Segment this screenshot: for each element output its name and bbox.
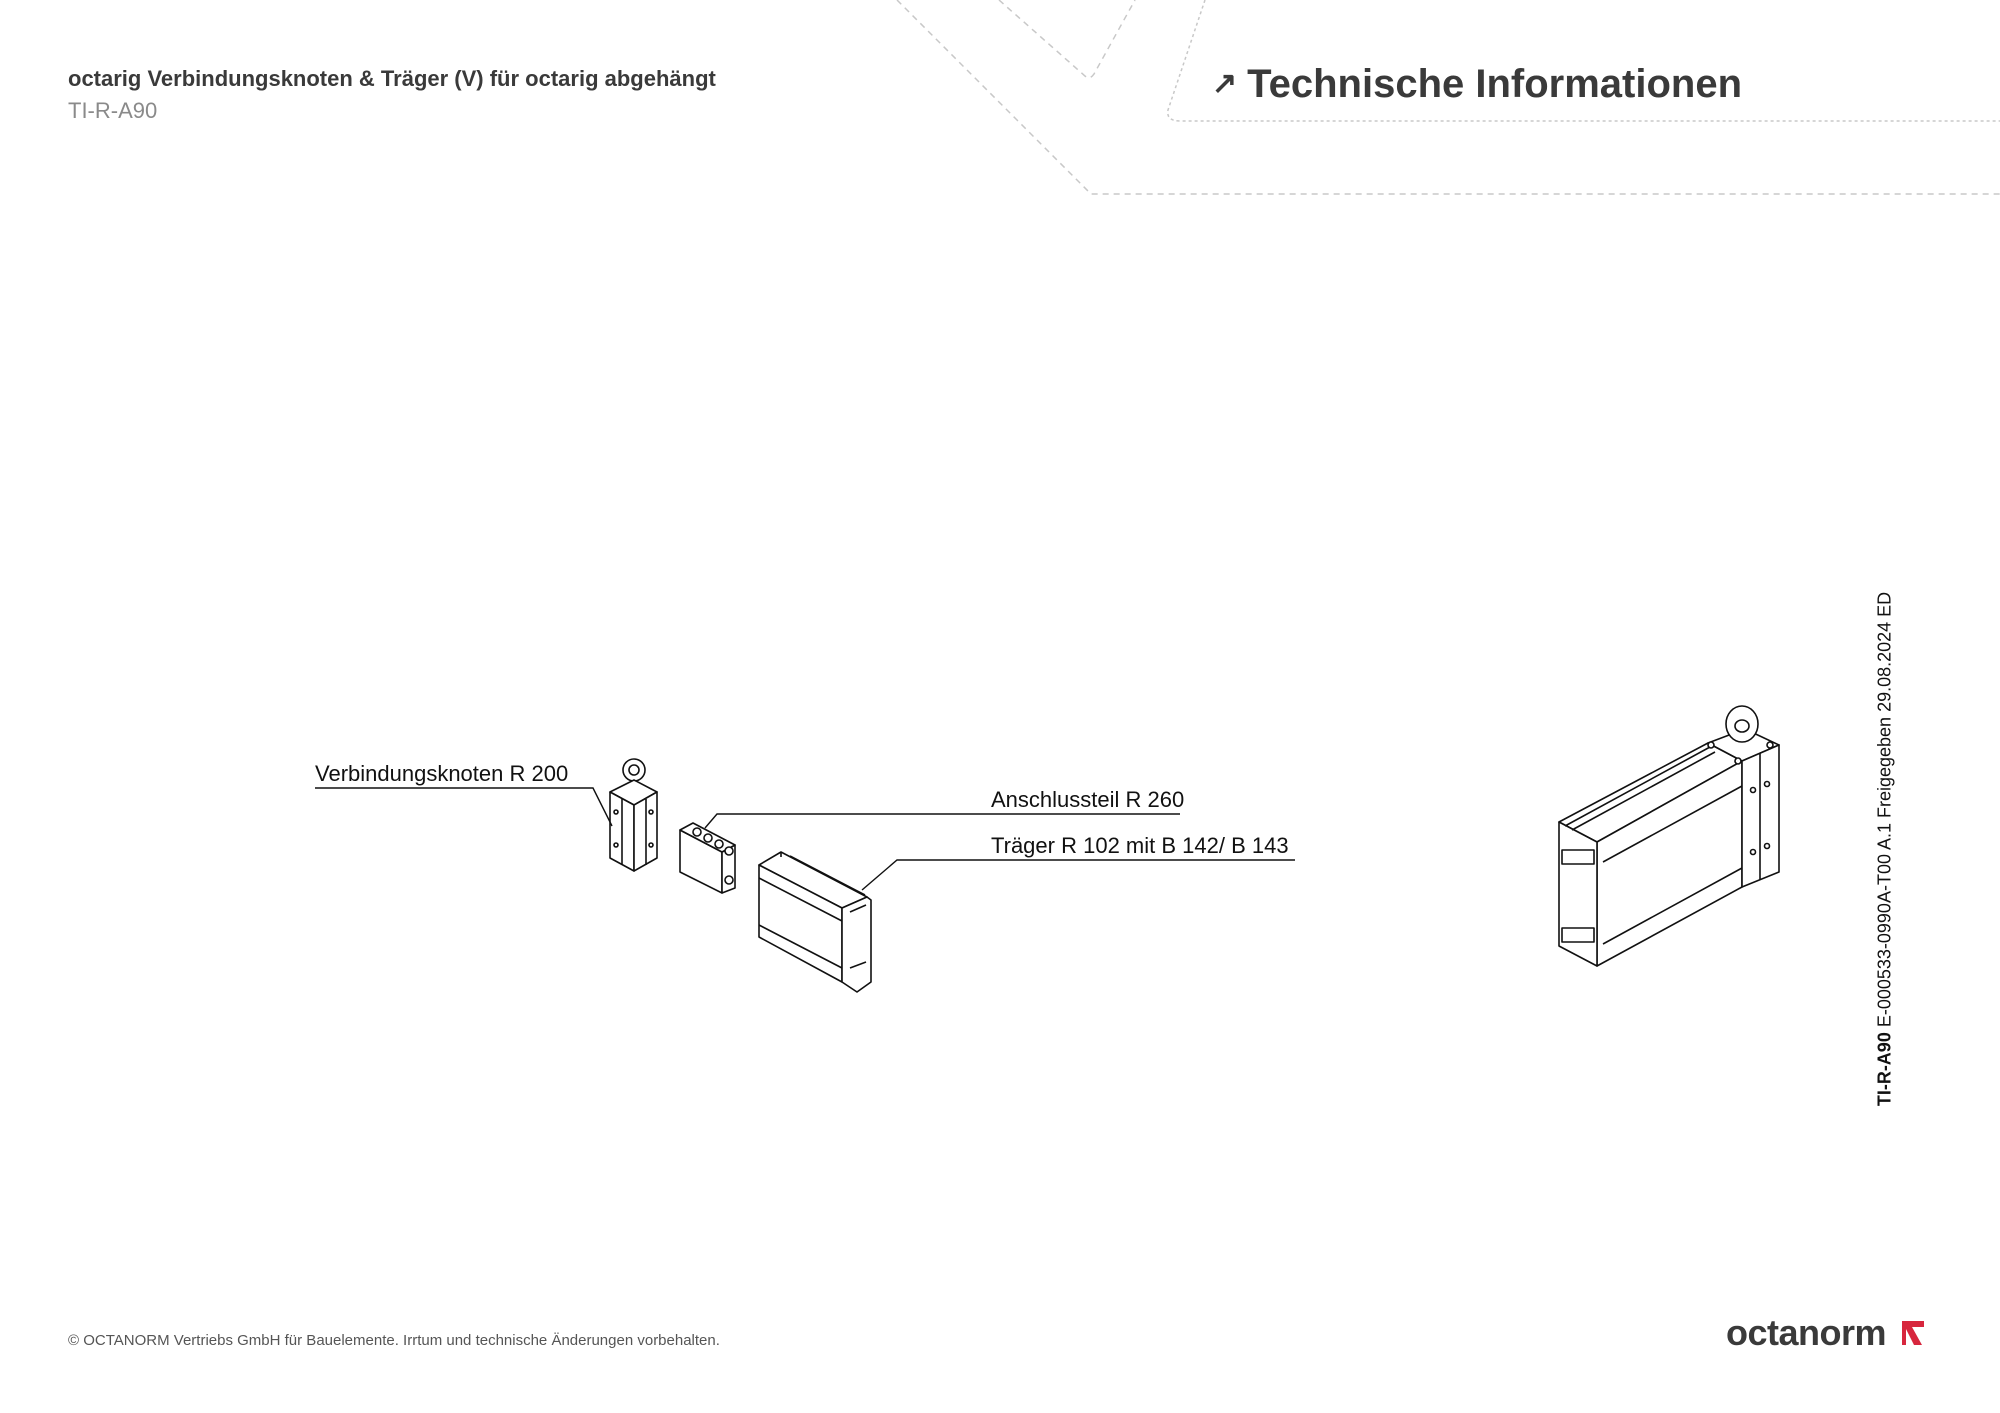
leader-lines [315,787,1295,891]
octanorm-logo: octanorm [1726,1312,1924,1354]
section-title: Technische Informationen [1247,62,1743,106]
document-reference: TI-R-A90 E-000533-0990A-T00 A.1 Freigege… [1875,592,1896,1106]
copyright-notice: © OCTANORM Vertriebs GmbH für Bauelement… [68,1332,720,1349]
reference-info: E-000533-0990A-T00 A.1 Freigegeben 29.08… [1874,591,1895,1033]
reference-code: TI-R-A90 [1874,1032,1895,1107]
assembly-drawing [1558,705,1780,967]
section-heading: ↗ Technische Informationen [1212,62,1742,107]
document-title: octarig Verbindungsknoten & Träger (V) f… [68,66,716,91]
connector-part-drawing [679,822,736,894]
connection-node-drawing [609,758,658,872]
arrow-up-right-icon: ↗ [1212,67,1238,100]
logo-text: octanorm [1726,1312,1887,1353]
logo-mark-icon [1901,1321,1924,1345]
decorative-dashed-lines [896,0,2000,195]
document-code: TI-R-A90 [68,98,158,123]
label-verbindungsknoten: Verbindungsknoten R 200 [315,761,569,786]
beam-drawing [758,851,872,993]
label-traeger: Träger R 102 mit B 142/ B 143 [991,833,1289,858]
label-anschlussteil: Anschlussteil R 260 [991,787,1185,812]
